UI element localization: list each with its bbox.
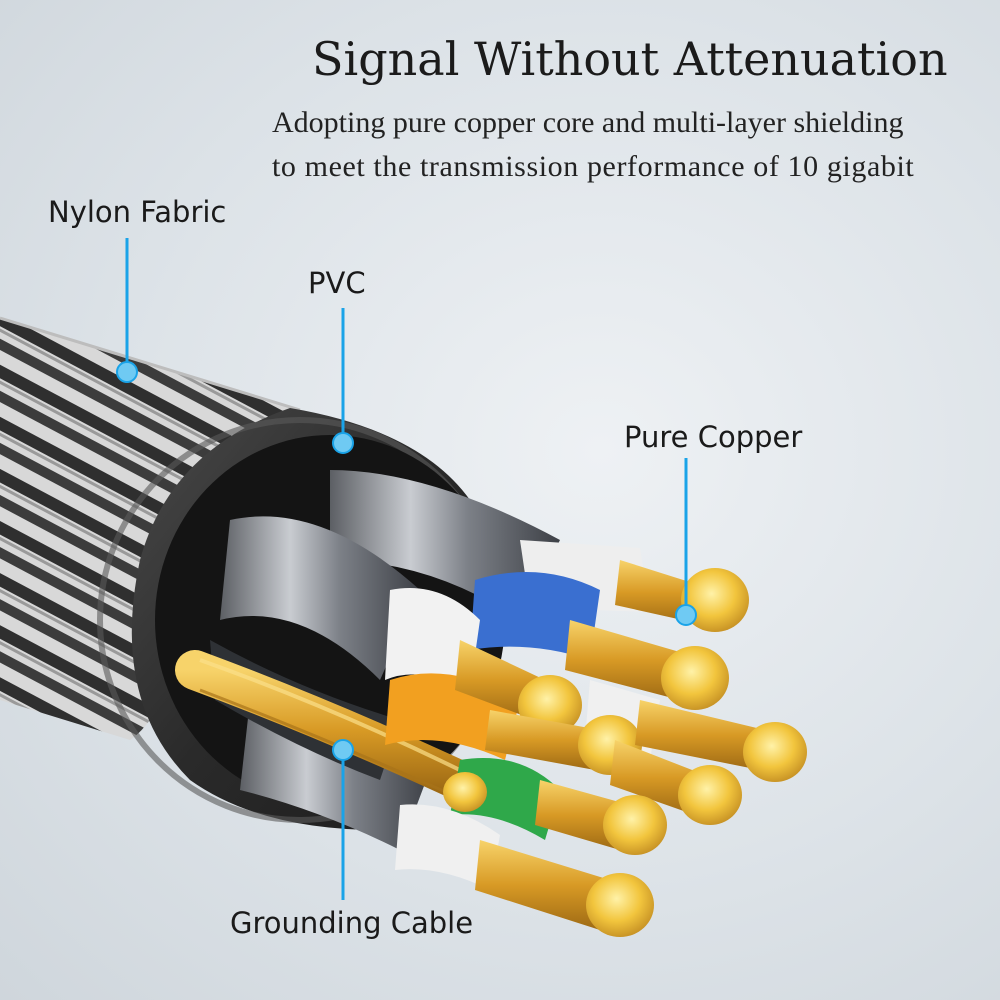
nylon-braid-sleeve <box>0 316 301 740</box>
callout-pvc <box>332 308 354 454</box>
callout-copper <box>675 458 697 626</box>
copper-conductors <box>443 560 807 937</box>
label-pvc: PVC <box>308 266 366 300</box>
label-grounding-cable: Grounding Cable <box>230 906 474 940</box>
label-nylon-fabric: Nylon Fabric <box>48 195 227 229</box>
label-pure-copper: Pure Copper <box>624 420 803 454</box>
subtitle-line-1: Adopting pure copper core and multi-laye… <box>272 106 904 139</box>
callout-grounding <box>332 739 354 900</box>
subtitle-line-2: to meet the transmission performance of … <box>272 150 915 183</box>
callout-lines <box>116 238 697 900</box>
grounding-cable-strands <box>175 650 500 810</box>
page-title: Signal Without Attenuation <box>312 32 948 86</box>
callout-nylon <box>116 238 138 383</box>
